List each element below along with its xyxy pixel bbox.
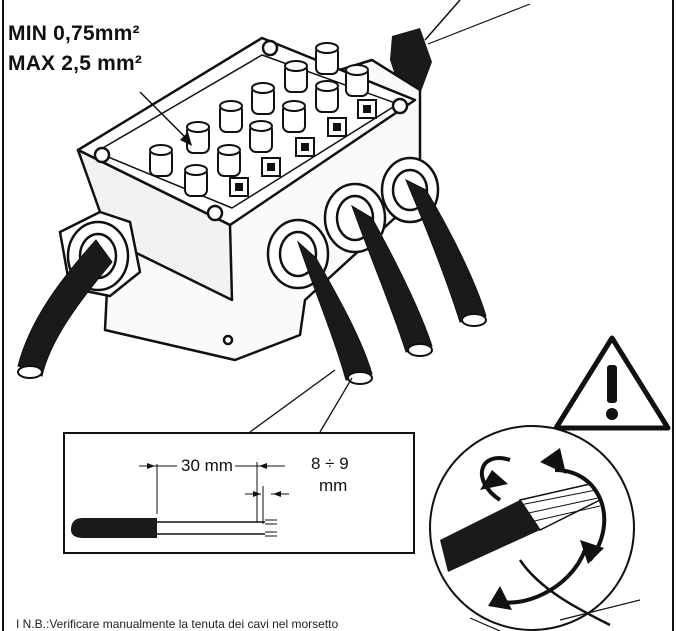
top-cable: [390, 0, 531, 94]
spec-leader-arrow: [139, 91, 192, 146]
rotate-arrows-icon: [429, 425, 641, 631]
terminal-blocks: [149, 42, 377, 197]
strip-length-inset: 30 mm 8 ÷ 9 mm: [63, 432, 415, 554]
min-section-label: MIN 0,75mm²: [8, 22, 140, 45]
bare-length-label: 8 ÷ 9: [311, 454, 349, 473]
max-section-label: MAX 2,5 mm²: [8, 52, 143, 75]
verification-note: I N.B.:Verificare manualmente la tenuta …: [16, 617, 339, 631]
cables: [17, 178, 487, 385]
warning-triangle-icon: [553, 335, 671, 431]
bare-length-unit-label: mm: [319, 476, 348, 495]
stripped-wire-drawing: [71, 462, 289, 538]
strip-length-label: 30 mm: [181, 456, 233, 475]
